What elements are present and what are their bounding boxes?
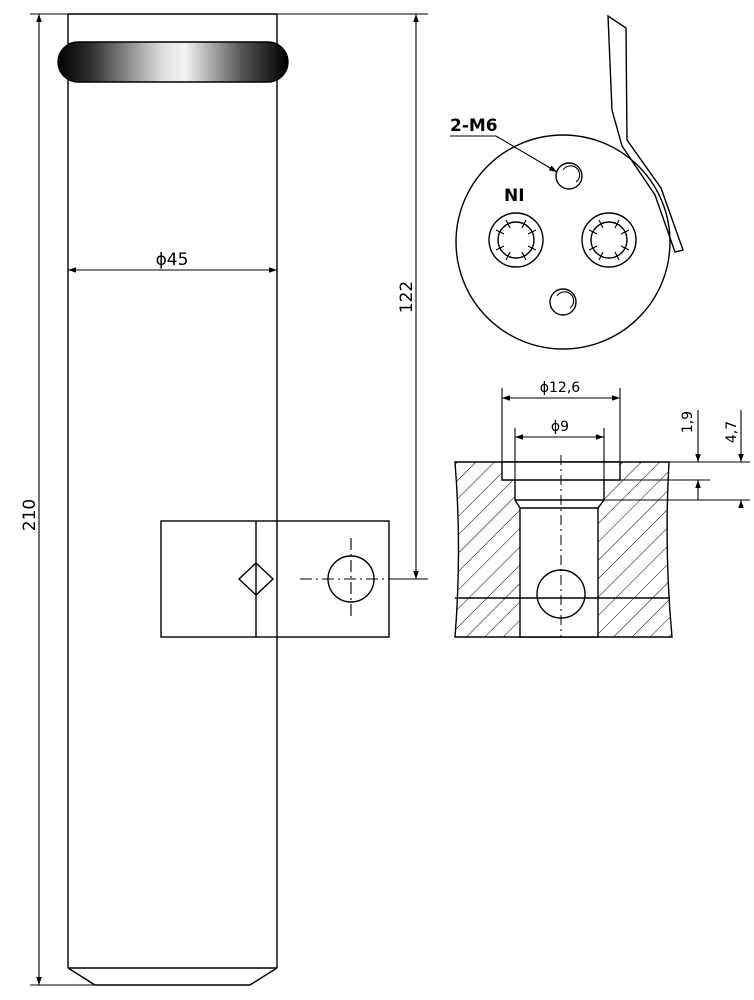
dimension-label-122: 122 (397, 281, 417, 313)
inlet-label: NI (504, 186, 525, 206)
port-inlet (488, 212, 544, 268)
thread-label: 2-M6 (450, 116, 498, 136)
dimension-depths (604, 410, 750, 508)
top-view (450, 14, 684, 350)
dimension-port-inner (514, 428, 605, 480)
dimension-label-port-outer: ϕ12,6 (540, 380, 581, 396)
dimension-total-length (30, 13, 95, 986)
mounting-bracket (160, 520, 429, 638)
receiver-drier-body (67, 13, 278, 986)
dimension-label-depth-large: 4,7 (724, 421, 740, 443)
dimension-label-depth-small: 1,9 (680, 411, 696, 433)
dimension-bracket-height (277, 13, 428, 580)
thread-hole-top (555, 162, 583, 190)
port-outlet (581, 212, 637, 268)
thread-hole-bottom (549, 288, 577, 316)
dimension-port-outer (501, 388, 621, 462)
port-section-view (454, 455, 673, 638)
dimension-label-210: 210 (20, 499, 40, 531)
dimension-label-port-inner: ϕ9 (551, 419, 569, 435)
seal-ring (57, 41, 289, 83)
dimension-label-diameter: ϕ45 (156, 250, 189, 270)
